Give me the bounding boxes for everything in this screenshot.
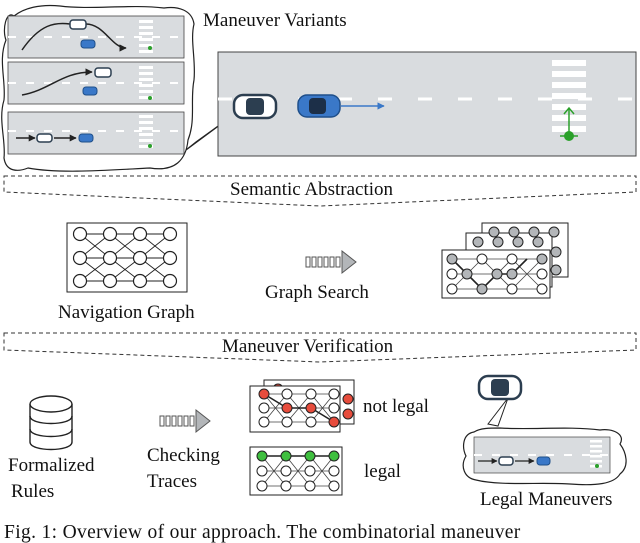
crosswalk	[139, 66, 153, 99]
formalized-rules-label-line1: Formalized	[8, 455, 95, 476]
main-road-scene	[217, 51, 637, 157]
pedestrian-icon	[148, 144, 152, 148]
crosswalk	[139, 115, 153, 148]
ego-car-icon	[477, 374, 523, 401]
ego-car-icon	[94, 67, 112, 78]
ego-car-icon	[36, 133, 53, 143]
searched-graph-stack	[441, 222, 569, 299]
figure-caption: Fig. 1: Overview of our approach. The co…	[4, 522, 521, 543]
maneuver-verification-band	[3, 332, 637, 363]
checking-traces-arrow-icon	[159, 408, 211, 434]
formalized-rules-label-line2: Rules	[11, 481, 55, 502]
pedestrian-icon	[595, 464, 599, 468]
legal-trace-graph	[249, 446, 343, 496]
variant-1-road	[7, 15, 185, 59]
variant-2-road	[7, 61, 185, 105]
not-legal-trace-graph	[249, 379, 355, 433]
semantic-abstraction-band	[3, 175, 637, 207]
other-car-icon	[536, 456, 551, 466]
graph-search-label: Graph Search	[265, 282, 369, 303]
legal-label: legal	[364, 461, 401, 482]
variant-3-road	[7, 111, 185, 155]
ego-car-icon	[232, 93, 278, 120]
legal-maneuvers-cloud	[462, 374, 627, 486]
other-car-icon	[80, 39, 96, 49]
other-car-icon	[78, 133, 94, 143]
semantic-abstraction-label: Semantic Abstraction	[224, 180, 400, 199]
database-icon	[29, 395, 73, 451]
other-car-icon	[82, 86, 98, 96]
crosswalk	[139, 20, 153, 53]
ego-car-icon	[498, 456, 514, 466]
not-legal-label: not legal	[363, 396, 429, 417]
other-car-icon	[297, 94, 385, 118]
legal-maneuvers-label: Legal Maneuvers	[480, 489, 613, 510]
checking-traces-label-line2: Traces	[147, 471, 197, 492]
graph-search-arrow-icon	[305, 249, 357, 275]
pedestrian-icon	[148, 46, 152, 50]
ego-car-icon	[69, 19, 87, 30]
pedestrian-icon	[560, 106, 578, 141]
navigation-graph-label: Navigation Graph	[58, 302, 195, 323]
maneuver-verification-label: Maneuver Verification	[216, 337, 400, 356]
maneuver-variants-label: Maneuver Variants	[203, 10, 347, 31]
navigation-graph	[66, 222, 188, 293]
pedestrian-icon	[148, 96, 152, 100]
checking-traces-label-line1: Checking	[147, 445, 220, 466]
